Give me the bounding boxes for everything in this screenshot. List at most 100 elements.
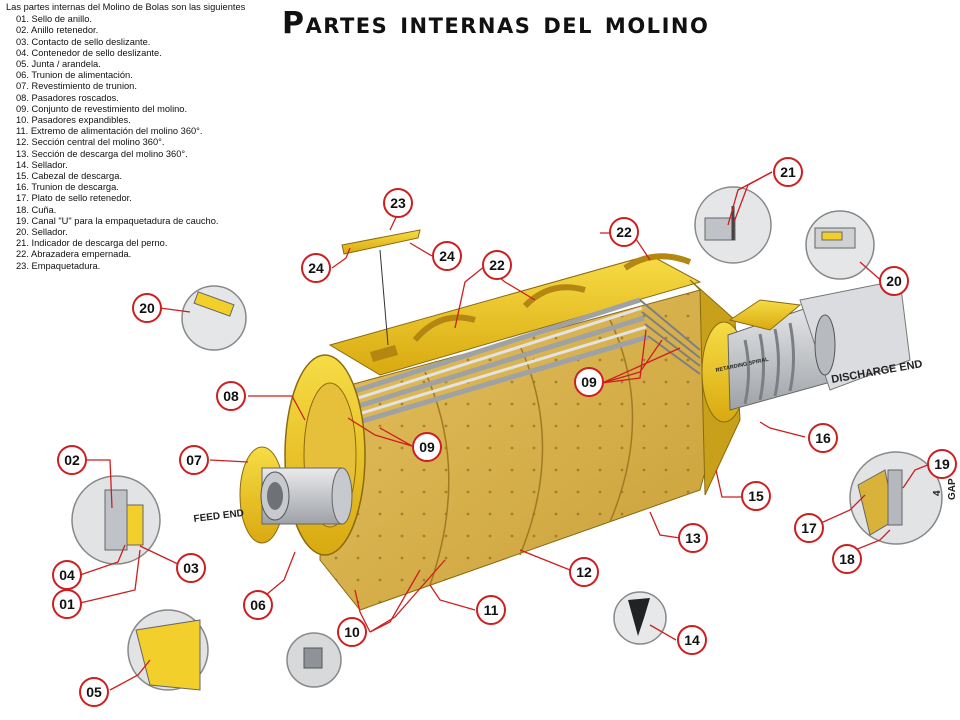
parts-list: Las partes internas del Molino de Bolas …: [6, 2, 256, 272]
gap-label: GAP: [947, 478, 958, 500]
callout-22b: 22: [482, 250, 512, 280]
feed-end-label: FEED END: [193, 508, 245, 525]
callout-01: 01: [52, 589, 82, 619]
callout-04: 04: [52, 560, 82, 590]
part-item: 15. Cabezal de descarga.: [16, 171, 122, 182]
gap-value: 4: [932, 490, 943, 496]
callout-08: 08: [216, 381, 246, 411]
callout-07: 07: [179, 445, 209, 475]
callout-06: 06: [243, 590, 273, 620]
svg-text:13: 13: [685, 530, 701, 546]
svg-text:02: 02: [64, 452, 80, 468]
svg-text:22: 22: [616, 224, 632, 240]
svg-text:03: 03: [183, 560, 199, 576]
callout-05: 05: [79, 677, 109, 707]
callout-16: 16: [808, 423, 838, 453]
part-item: 21. Indicador de descarga del perno.: [16, 238, 168, 249]
part-item: 08. Pasadores roscados.: [16, 92, 119, 103]
svg-text:21: 21: [780, 164, 796, 180]
part-item: 20. Sellador.: [16, 227, 68, 238]
parts-items: 01. Sello de anillo. 02. Anillo retenedo…: [6, 14, 256, 272]
flange-ring: [522, 284, 586, 309]
svg-text:20: 20: [139, 300, 155, 316]
part-item: 05. Junta / arandela.: [16, 59, 101, 70]
inset-20-left: [181, 285, 247, 351]
discharge-grate: [639, 299, 701, 375]
svg-text:10: 10: [344, 624, 360, 640]
svg-text:08: 08: [223, 388, 239, 404]
part-item: 17. Plato de sello retenedor.: [16, 193, 132, 204]
svg-text:16: 16: [815, 430, 831, 446]
gasket-plate: [341, 229, 421, 255]
inset-17-18-19: 4 GAP: [849, 451, 958, 545]
svg-text:07: 07: [186, 452, 202, 468]
flange-ring: [412, 314, 476, 342]
svg-text:06: 06: [250, 597, 266, 613]
part-item: 23. Empaquetadura.: [16, 260, 101, 271]
svg-text:20: 20: [886, 273, 902, 289]
svg-text:24: 24: [439, 248, 455, 264]
svg-text:18: 18: [839, 551, 855, 567]
part-item: 18. Cuña.: [16, 204, 57, 215]
part-item: 12. Sección central del molino 360°.: [16, 137, 165, 148]
part-item: 16. Trunion de descarga.: [16, 182, 119, 193]
callout-22a: 22: [609, 217, 639, 247]
part-item: 01. Sello de anillo.: [16, 14, 92, 25]
part-item: 19. Canal "U" para la empaquetadura de c…: [16, 215, 219, 226]
callout-20a: 20: [132, 293, 162, 323]
shell-top: [328, 254, 702, 376]
svg-text:24: 24: [308, 260, 324, 276]
callout-21: 21: [773, 157, 803, 187]
part-item: 04. Contenedor de sello deslizante.: [16, 47, 162, 58]
mill-body: FEED END DISCHARGE END RETARDING SPIRAL: [193, 229, 923, 611]
callout-19: 19: [927, 449, 957, 479]
svg-text:11: 11: [484, 602, 499, 618]
inset-21: [694, 186, 772, 264]
callout-23: 23: [383, 188, 413, 218]
svg-text:09: 09: [419, 439, 435, 455]
inset-02-03-04: [71, 475, 161, 565]
callout-15: 15: [741, 481, 771, 511]
part-item: 11. Extremo de alimentación del molino 3…: [16, 126, 203, 137]
part-item: 02. Anillo retenedor.: [16, 25, 99, 36]
callout-13: 13: [678, 523, 708, 553]
svg-text:12: 12: [576, 564, 592, 580]
part-item: 03. Contacto de sello deslizante.: [16, 36, 151, 47]
callout-12: 12: [569, 557, 599, 587]
callout-09b: 09: [574, 367, 604, 397]
inset-bottom-seal: [286, 632, 342, 688]
discharge-trunnion: [701, 279, 911, 423]
inset-20-right: [805, 210, 875, 280]
callout-14: 14: [677, 625, 707, 655]
part-item: 22. Abrazadera empernada.: [16, 249, 132, 260]
svg-text:01: 01: [59, 596, 75, 612]
flange-ring: [623, 253, 692, 271]
access-plate: [370, 345, 398, 362]
callout-24a: 24: [301, 253, 331, 283]
part-item: 10. Pasadores expandibles.: [16, 115, 131, 126]
part-item: 06. Trunion de alimentación.: [16, 70, 133, 81]
svg-text:23: 23: [390, 195, 406, 211]
svg-text:17: 17: [801, 520, 817, 536]
callout-17: 17: [794, 513, 824, 543]
section-seam: [424, 371, 450, 586]
callouts: 02 04 03 01 05 06 07 08 09 09 10 11 12 1…: [52, 157, 957, 707]
svg-text:22: 22: [489, 257, 505, 273]
inset-05: [127, 609, 209, 691]
callout-20b: 20: [879, 266, 909, 296]
svg-text:05: 05: [86, 684, 102, 700]
part-item: 14. Sellador.: [16, 159, 68, 170]
svg-text:15: 15: [748, 488, 764, 504]
part-item: 07. Revestimiento de trunion.: [16, 81, 137, 92]
callout-24b: 24: [432, 241, 462, 271]
callout-09a: 09: [412, 432, 442, 462]
callout-10: 10: [337, 617, 367, 647]
liner-bars: [351, 297, 649, 427]
parts-intro: Las partes internas del Molino de Bolas …: [6, 2, 246, 12]
callout-03: 03: [176, 553, 206, 583]
inset-14: [613, 591, 667, 645]
part-item: 09. Conjunto de revestimiento del molino…: [16, 103, 188, 114]
svg-text:14: 14: [684, 632, 700, 648]
gasket-guide: [379, 249, 389, 346]
